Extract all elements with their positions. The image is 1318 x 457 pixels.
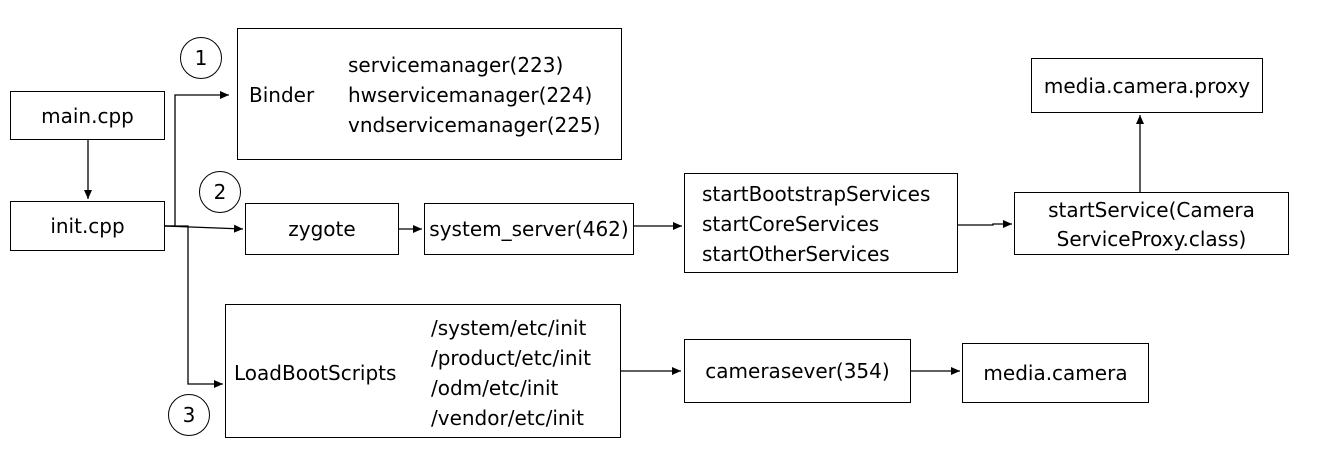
- start-services-node: startBootstrapServices startCoreServices…: [684, 173, 958, 273]
- binder-node: Binder servicemanager(223) hwservicemana…: [237, 28, 622, 160]
- start-services-item: startBootstrapServices: [702, 182, 931, 206]
- init-cpp-label: init.cpp: [50, 214, 125, 238]
- main-cpp-node: main.cpp: [10, 91, 165, 140]
- binder-label: Binder: [249, 83, 315, 107]
- step-marker-number: 3: [182, 403, 196, 427]
- start-services-item: startOtherServices: [702, 242, 890, 266]
- edge-init-to-loadbootscripts: [165, 225, 223, 388]
- system-server-node: system_server(462): [424, 203, 634, 255]
- main-cpp-label: main.cpp: [41, 103, 134, 128]
- zygote-label: zygote: [288, 217, 356, 241]
- boot-script-path: /product/etc/init: [431, 346, 591, 370]
- step-marker-3: 3: [168, 394, 210, 436]
- start-services-item: startCoreServices: [702, 212, 880, 236]
- cameraserver-label: camerasever(354): [705, 359, 890, 383]
- step-marker-1: 1: [180, 37, 222, 79]
- media-camera-node: media.camera: [962, 343, 1149, 403]
- load-boot-scripts-label: LoadBootScripts: [234, 361, 397, 385]
- step-marker-number: 1: [194, 46, 208, 70]
- binder-item: vndservicemanager(225): [348, 113, 601, 137]
- start-service-camera-node: startService(Camera ServiceProxy.class): [1014, 192, 1289, 255]
- binder-item: servicemanager(223): [348, 53, 564, 77]
- media-camera-proxy-label: media.camera.proxy: [1043, 73, 1251, 98]
- system-server-label: system_server(462): [429, 217, 629, 241]
- step-marker-2: 2: [199, 171, 241, 213]
- step-marker-number: 2: [213, 180, 227, 204]
- edge-startservices-to-startservice: [958, 220, 1012, 228]
- media-camera-proxy-node: media.camera.proxy: [1031, 58, 1263, 113]
- init-cpp-node: init.cpp: [10, 201, 165, 251]
- start-service-line: ServiceProxy.class): [1056, 227, 1247, 251]
- media-camera-label: media.camera: [983, 361, 1128, 385]
- cameraserver-node: camerasever(354): [684, 339, 911, 403]
- load-boot-scripts-node: LoadBootScripts /system/etc/init /produc…: [225, 304, 621, 438]
- boot-script-path: /vendor/etc/init: [431, 406, 584, 430]
- binder-item: hwservicemanager(224): [348, 83, 593, 107]
- boot-script-path: /odm/etc/init: [431, 376, 559, 400]
- zygote-node: zygote: [245, 203, 399, 255]
- boot-script-path: /system/etc/init: [431, 316, 587, 340]
- start-service-line: startService(Camera: [1048, 198, 1255, 222]
